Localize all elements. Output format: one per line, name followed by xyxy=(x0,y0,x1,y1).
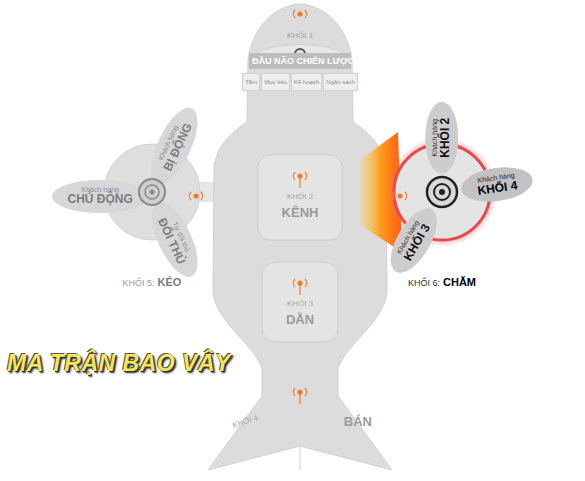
node-label: Khách hàng xyxy=(431,119,439,156)
node-title: DẪN xyxy=(286,312,314,327)
label-group: MA TRẬN BAO VÂY xyxy=(7,350,231,377)
hub xyxy=(139,179,165,205)
node-label: Khách hàng xyxy=(81,186,118,194)
node-title: BÁN xyxy=(344,414,372,429)
signal-icons xyxy=(189,10,406,404)
propeller-caption: KHỐI 6: xyxy=(408,278,440,288)
propeller-caption: CHĂM xyxy=(443,276,476,288)
cell-row: Tầm Mục tiêu Kế hoạch Ngân sách xyxy=(242,73,359,91)
node-title: CHỦ ĐỘNG xyxy=(68,193,133,207)
panel-node: KHỐI 2 KÊNH xyxy=(258,192,342,220)
label-group: KHỐI 6:CHĂM xyxy=(408,272,476,290)
node-title: ĐẦU NÃO CHIẾN LƯỢC xyxy=(249,53,351,69)
tail-node: KHỐI 4 BÁN xyxy=(232,414,372,429)
head-node: KHỐI 1 ĐẦU NÃO CHIẾN LƯỢC Tầm Mục tiêu Kế ho… xyxy=(246,31,354,91)
cell-node: Ngân sách xyxy=(323,73,358,91)
node-title: KÊNH xyxy=(282,205,319,220)
node-label: Tầm xyxy=(245,79,257,85)
node-label: Ngân sách xyxy=(326,79,355,85)
propeller-caption: KHỐI 5: xyxy=(123,278,155,288)
panel xyxy=(258,155,342,240)
tail-line xyxy=(300,446,301,470)
label-group: KHỐI 5:KÉO xyxy=(123,272,182,290)
node-label: KHỐI 4 xyxy=(231,413,259,430)
node-label: Mục tiêu xyxy=(264,79,287,85)
blade-node: Khách hàngKHỐI 2 xyxy=(425,101,458,173)
node-title: KHỐI 2 xyxy=(439,117,453,157)
hub xyxy=(427,177,457,207)
cell-node: Tầm xyxy=(242,73,260,91)
node-label: KHỐI 1 xyxy=(287,31,313,40)
watermark: MA TRẬN BAO VÂY xyxy=(7,350,231,377)
node-label: Kế hoạch xyxy=(294,79,319,85)
cell-node: Kế hoạch xyxy=(291,73,322,91)
cell-node: Mục tiêu xyxy=(261,73,290,91)
fish-body xyxy=(208,4,392,470)
node-label: KHỐI 3 xyxy=(287,299,313,308)
node-label: KHỐI 2 xyxy=(287,192,313,201)
panel-node: KHỐI 3 DẪN xyxy=(262,299,338,327)
propeller-caption: KÉO xyxy=(158,276,182,288)
panel xyxy=(262,262,338,342)
